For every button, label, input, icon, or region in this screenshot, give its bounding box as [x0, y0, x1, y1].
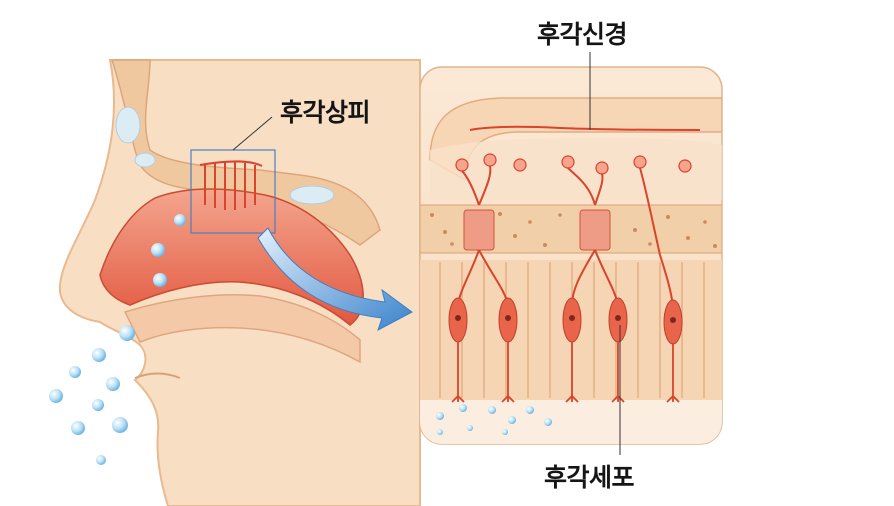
olfactory-region-nerves: [199, 160, 263, 210]
odor-bubble: [49, 389, 63, 403]
sinus-cavity-3: [289, 185, 335, 205]
label-olfactory-epithelium: 후각상피: [280, 98, 371, 127]
odor-bubble: [112, 417, 128, 433]
magnify-arrow: [257, 227, 413, 332]
nose-cross-section: [58, 59, 421, 506]
label-olfactory-cell: 후각세포: [544, 463, 635, 492]
receptor-dendrites: [451, 342, 680, 403]
magnified-panel: [419, 52, 723, 455]
odor-bubble: [69, 366, 81, 378]
odor-bubble: [106, 377, 120, 391]
bone-pores: [430, 212, 717, 248]
bone-foramen-2: [579, 209, 611, 251]
nasal-cavity: [99, 188, 364, 326]
neuron-layer: [430, 138, 722, 200]
odor-bubble: [92, 399, 104, 411]
odor-bubble: [119, 325, 135, 341]
epithelium-leader-line: [232, 116, 273, 151]
sinus-cavity-2: [134, 152, 156, 168]
bone-foramen-1: [463, 209, 495, 251]
odor-bubble: [151, 243, 165, 257]
label-olfactory-nerve: 후각신경: [537, 20, 628, 49]
odor-bubble: [92, 348, 106, 362]
odor-bubble: [153, 273, 167, 287]
palate: [123, 294, 361, 364]
mitral-neurons: [455, 153, 692, 175]
odor-molecules: [49, 214, 186, 465]
odor-bubble: [96, 455, 106, 465]
sinus-cavity-1: [115, 106, 141, 144]
mucus-layer: [420, 400, 722, 444]
lower-lip-line: [134, 372, 181, 379]
mucus-odor-molecules: [436, 404, 552, 435]
odor-bubble: [71, 421, 85, 435]
odor-bubble: [174, 214, 186, 226]
receptor-nuclei: [455, 315, 676, 323]
